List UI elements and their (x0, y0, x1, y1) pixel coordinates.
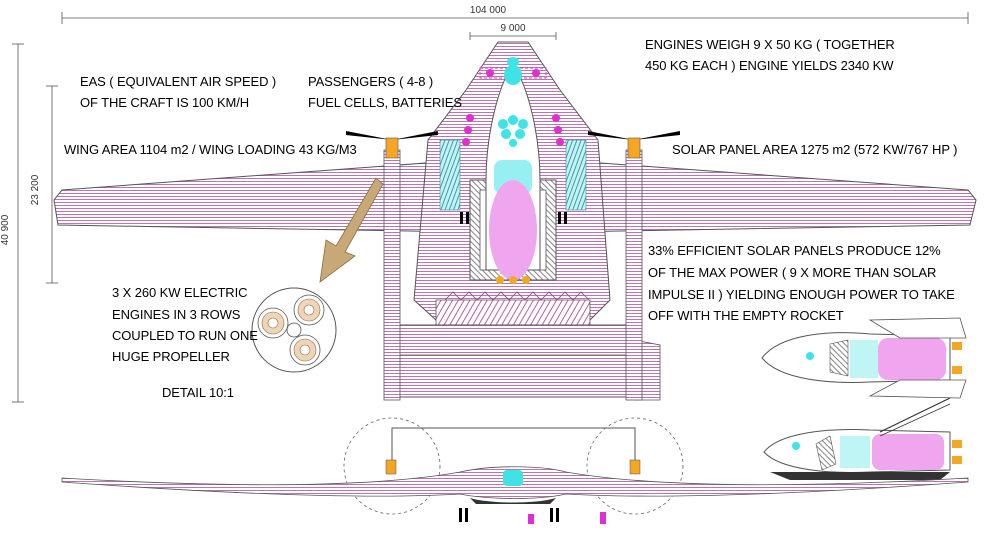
passengers-note-line1: PASSENGERS ( 4-8 ) (308, 74, 434, 89)
solar-efficiency-line3: IMPULSE II ) YIELDING ENOUGH POWER TO TA… (648, 287, 955, 302)
cabin-details (460, 57, 567, 224)
front-view (61, 417, 969, 524)
engines-note-line2: 450 KG EACH ) ENGINE YIELDS 2340 KW (645, 58, 894, 73)
electric-engines-line3: COUPLED TO RUN ONE (112, 328, 258, 343)
span-dimension (61, 12, 969, 24)
length-dimension (12, 43, 24, 403)
eas-note-line1: EAS ( EQUIVALENT AIR SPEED ) (80, 74, 277, 89)
rocket-profile-view (763, 397, 962, 480)
electric-engines-line1: 3 X 260 KW ELECTRIC (112, 285, 248, 300)
solar-efficiency-line4: OFF WITH THE EMPTY ROCKET (648, 308, 844, 323)
eas-note-line2: OF THE CRAFT IS 100 KM/H (80, 95, 250, 110)
wing-area-note: WING AREA 1104 m2 / WING LOADING 43 KG/M… (64, 142, 357, 157)
rocket-side-view (761, 317, 967, 399)
detail-scale-label: DETAIL 10:1 (162, 385, 234, 400)
solar-efficiency-line1: 33% EFFICIENT SOLAR PANELS PRODUCE 12% (648, 243, 941, 258)
tail-section (385, 324, 661, 401)
passengers-note-line2: FUEL CELLS, BATTERIES (308, 95, 462, 110)
fuselage-width-dimension (469, 32, 557, 40)
chord-dimension (46, 85, 58, 284)
solar-efficiency-line2: OF THE MAX POWER ( 9 X MORE THAN SOLAR (648, 265, 937, 280)
propeller-left (346, 131, 438, 159)
engines-note-line1: ENGINES WEIGH 9 X 50 KG ( TOGETHER (645, 37, 895, 52)
engine-booms (383, 149, 643, 401)
electric-engines-line4: HUGE PROPELLER (112, 349, 230, 364)
fuselage-width-label: 9 000 (500, 23, 525, 34)
span-label: 104 000 (470, 5, 507, 16)
solar-area-note: SOLAR PANEL AREA 1275 m2 (572 KW/767 HP … (672, 142, 958, 157)
engine-detail (251, 287, 337, 373)
propeller-right (588, 131, 680, 159)
solar-panels (439, 139, 587, 211)
chord-label: 23 200 (30, 174, 41, 205)
rocket-bay (469, 63, 557, 284)
detail-arrow (319, 177, 384, 283)
electric-engines-line2: ENGINES IN 3 ROWS (112, 307, 241, 322)
length-label: 40 900 (0, 214, 11, 245)
